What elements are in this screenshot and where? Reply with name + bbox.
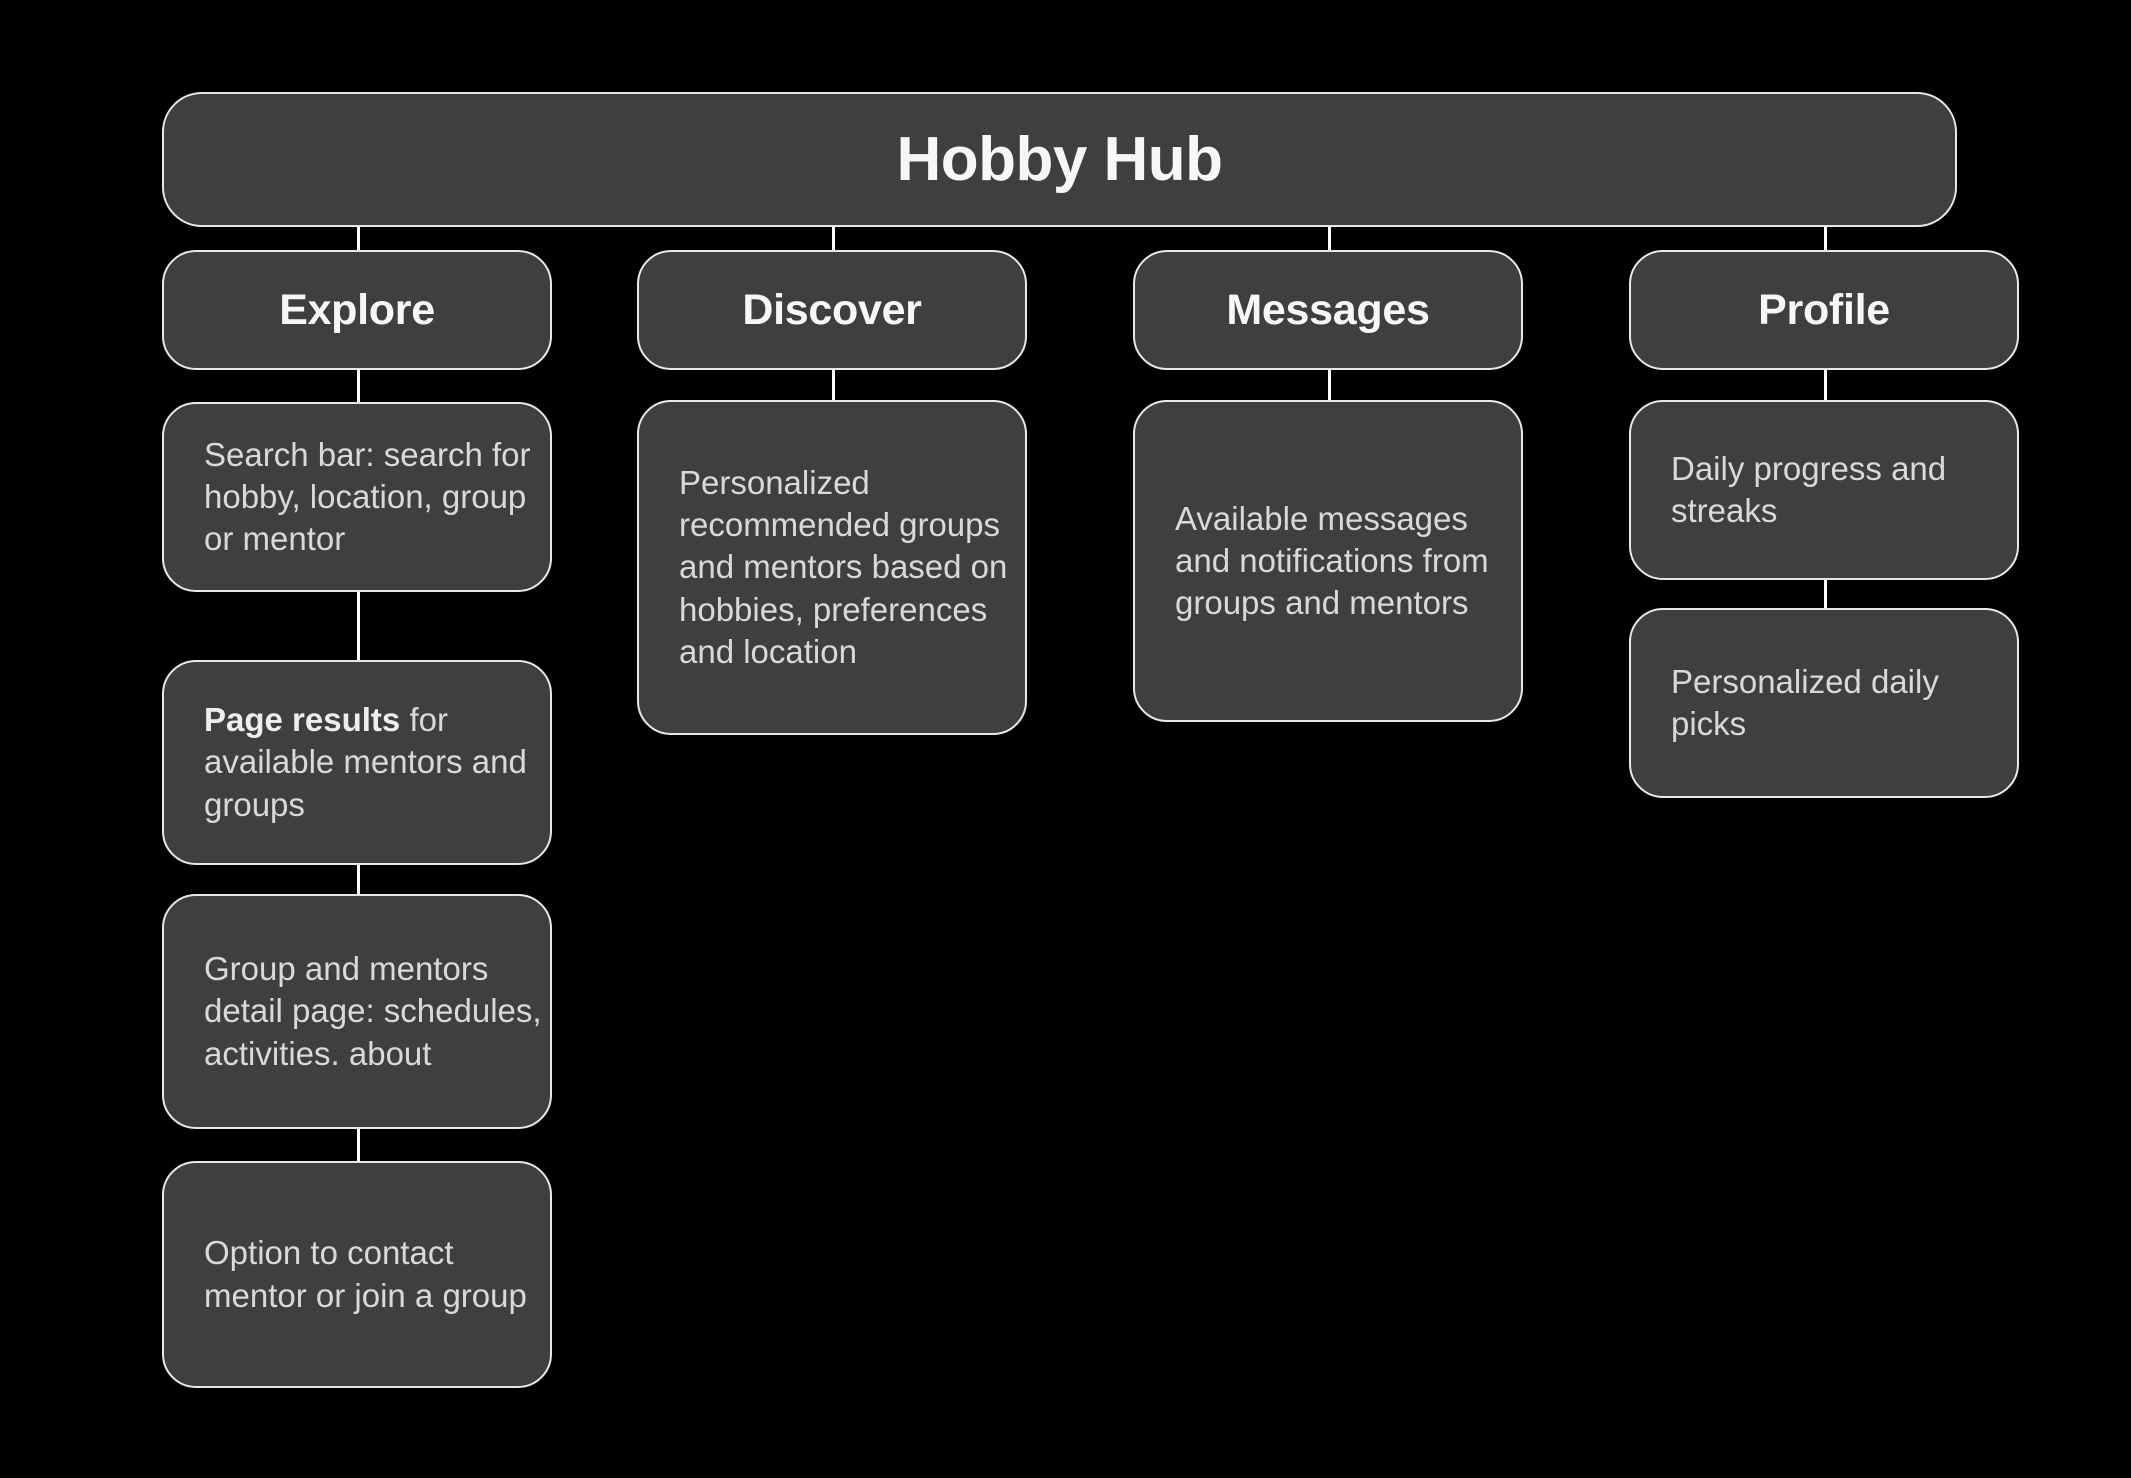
column-header-explore[interactable]: Explore (162, 250, 552, 370)
messages-item-notifications[interactable]: Available messages and notifications fro… (1133, 400, 1523, 722)
column-header-profile[interactable]: Profile (1629, 250, 2019, 370)
messages-item-notifications-label: Available messages and notifications fro… (1175, 499, 1489, 622)
profile-item-daily-progress-label: Daily progress and streaks (1671, 449, 1947, 529)
connector-root-to-messages (1328, 227, 1331, 250)
connector-root-to-explore (357, 227, 360, 250)
connector-messages-to-item-1 (1328, 370, 1331, 400)
connector-profile-to-item-1 (1824, 370, 1827, 400)
explore-item-contact-option[interactable]: Option to contact mentor or join a group (162, 1161, 552, 1388)
connector-profile-item-1-to-2 (1824, 580, 1827, 608)
column-header-messages[interactable]: Messages (1133, 250, 1523, 370)
connector-discover-to-item-1 (832, 370, 835, 400)
connector-root-to-discover (832, 227, 835, 250)
connector-explore-to-item-1 (357, 370, 360, 402)
discover-item-recommendations[interactable]: Personalized recommended groups and ment… (637, 400, 1027, 735)
profile-item-daily-picks[interactable]: Personalized daily picks (1629, 608, 2019, 798)
column-header-discover-label: Discover (742, 285, 922, 334)
column-header-profile-label: Profile (1758, 285, 1890, 334)
connector-root-to-profile (1824, 227, 1827, 250)
column-header-messages-label: Messages (1226, 285, 1430, 334)
discover-item-recommendations-label: Personalized recommended groups and ment… (679, 463, 1008, 670)
explore-item-search-bar[interactable]: Search bar: search for hobby, location, … (162, 402, 552, 592)
profile-item-daily-progress[interactable]: Daily progress and streaks (1629, 400, 2019, 580)
explore-item-page-results-bold: Page results (204, 701, 401, 739)
connector-explore-item-3-to-4 (357, 1129, 360, 1161)
explore-item-page-results[interactable]: Page results for available mentors and g… (162, 660, 552, 865)
explore-item-page-results-label: Page results for available mentors and g… (164, 699, 550, 826)
explore-item-detail-page[interactable]: Group and mentors detail page: schedules… (162, 894, 552, 1129)
connector-explore-item-1-to-2 (357, 592, 360, 660)
root-node-label: Hobby Hub (896, 125, 1223, 194)
explore-item-page-results-rest: for available mentors and groups (204, 701, 527, 823)
column-header-explore-label: Explore (279, 285, 435, 334)
explore-item-search-bar-label: Search bar: search for hobby, location, … (204, 435, 531, 558)
explore-item-contact-option-label: Option to contact mentor or join a group (204, 1234, 527, 1314)
explore-item-detail-page-label: Group and mentors detail page: schedules… (204, 950, 542, 1072)
connector-explore-item-2-to-3 (357, 865, 360, 894)
profile-item-daily-picks-label: Personalized daily picks (1671, 662, 1939, 742)
root-node-hobby-hub[interactable]: Hobby Hub (162, 92, 1957, 227)
column-header-discover[interactable]: Discover (637, 250, 1027, 370)
